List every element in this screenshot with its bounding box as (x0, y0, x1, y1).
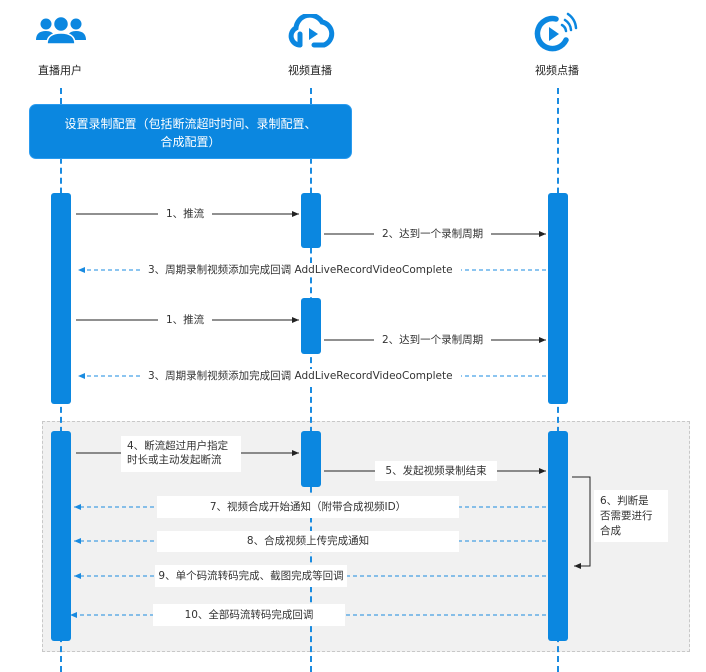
actor-label-vod: 视频点播 (507, 62, 607, 78)
activation-bar-live-1 (301, 193, 321, 248)
message-label-m9: 9、单个码流转码完成、截图完成等回调 (155, 565, 347, 587)
config-note-line-1: 设置录制配置（包括断流超时时间、录制配置、 (64, 117, 317, 131)
message-label-m2b: 2、达到一个录制周期 (374, 333, 492, 347)
message-label-m4: 4、断流超过用户指定 时长或主动发起断流 (121, 436, 241, 472)
message-label-m8: 8、合成视频上传完成通知 (157, 531, 459, 552)
message-label-m6-line-2: 否需要进行 (600, 510, 653, 522)
message-label-m4-line-2: 时长或主动发起断流 (127, 454, 222, 466)
message-label-m6: 6、判断是 否需要进行 合成 (594, 490, 668, 542)
message-label-m3a: 3、周期录制视频添加完成回调 AddLiveRecordVideoComplet… (140, 263, 461, 277)
config-note-line-2: 合成配置） (160, 135, 221, 149)
message-label-m5: 5、发起视频录制结束 (375, 461, 497, 481)
users-group-icon (34, 15, 88, 45)
message-label-m1b: 1、推流 (158, 313, 213, 327)
cloud-play-icon (284, 12, 338, 50)
recording-config-note[interactable]: 设置录制配置（包括断流超时时间、录制配置、 合成配置） (29, 104, 352, 159)
message-label-m1a: 1、推流 (158, 207, 213, 221)
message-label-m10: 10、全部码流转码完成回调 (153, 604, 345, 626)
message-label-m4-line-1: 4、断流超过用户指定 (127, 440, 229, 452)
message-label-m6-line-1: 6、判断是 (600, 495, 649, 507)
message-label-m6-line-3: 合成 (600, 525, 621, 537)
activation-bar-vod-1 (548, 193, 568, 404)
actor-label-live: 视频直播 (260, 62, 360, 78)
activation-bar-user-1 (51, 193, 71, 404)
message-label-m7: 7、视频合成开始通知（附带合成视频ID） (157, 496, 459, 518)
activation-bar-live-3 (301, 431, 321, 487)
activation-bar-vod-2 (548, 431, 568, 641)
arrow-m6 (572, 476, 591, 569)
message-label-m2a: 2、达到一个录制周期 (374, 227, 492, 241)
broadcast-play-icon (532, 10, 582, 52)
actor-label-user: 直播用户 (10, 62, 110, 78)
message-label-m3b: 3、周期录制视频添加完成回调 AddLiveRecordVideoComplet… (140, 369, 461, 383)
activation-bar-live-2 (301, 298, 321, 354)
activation-bar-user-2 (51, 431, 71, 641)
